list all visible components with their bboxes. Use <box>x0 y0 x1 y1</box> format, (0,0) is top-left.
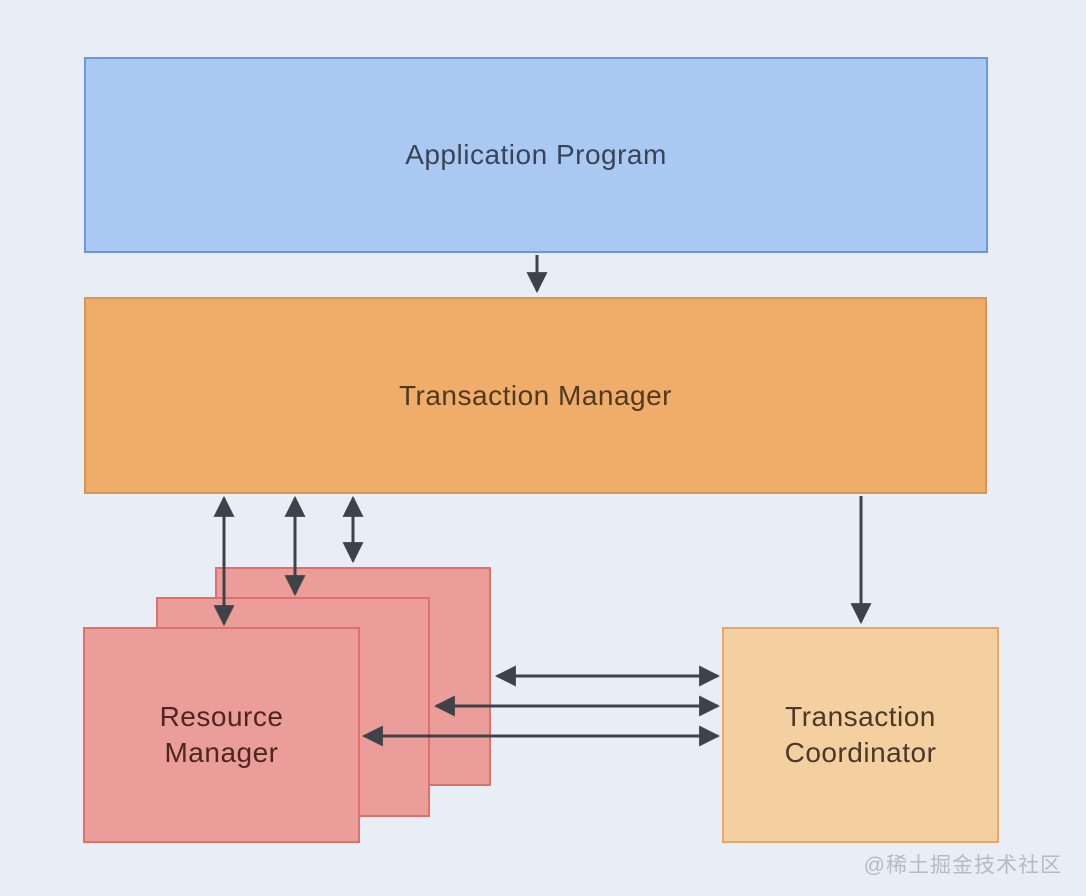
node-transaction-manager-label: Transaction Manager <box>398 379 673 411</box>
node-application-program-label: Application Program <box>405 139 667 170</box>
node-resource-manager: Resource Manager <box>83 627 360 843</box>
node-resource-manager-label: Resource Manager <box>159 701 284 768</box>
node-transaction-coordinator-label: Transaction Coordinator <box>784 701 937 768</box>
node-application-program: Application Program <box>84 57 988 253</box>
node-transaction-coordinator: Transaction Coordinator <box>722 627 999 843</box>
node-transaction-manager: Transaction Manager <box>84 297 987 494</box>
watermark-text: @稀土掘金技术社区 <box>863 854 1062 877</box>
